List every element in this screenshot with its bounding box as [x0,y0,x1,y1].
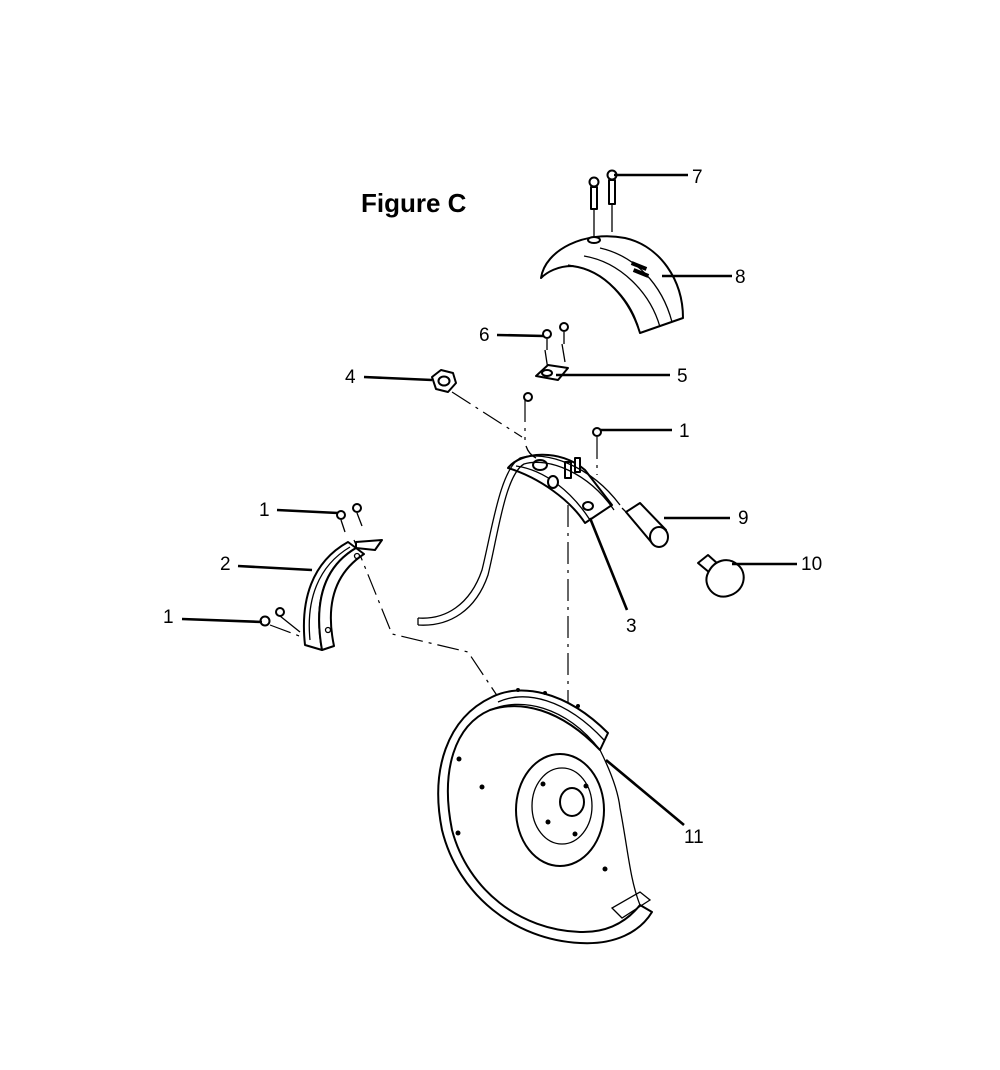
callout-11: 11 [605,759,704,848]
callout-label: 2 [220,554,231,575]
callout-label: 7 [692,167,703,188]
screw-pair-part-7 [588,169,618,238]
callout-label: 10 [801,554,822,575]
callout-7: 7 [614,167,703,188]
callout-label: 4 [345,367,356,388]
callout-label: 11 [684,827,704,848]
callout-label: 6 [479,325,490,346]
lamp-cover-part-8 [540,235,684,334]
callout-label: 8 [735,267,746,288]
curved-strip-part-2 [302,539,383,651]
screws-part-1-left-bottom [259,607,301,633]
callout-9: 9 [664,508,749,529]
callout-3: 3 [588,517,637,637]
wheel-guard-part-11 [437,688,653,945]
screw-pair-part-6 [542,322,569,371]
power-cord [417,455,621,626]
callout-label: 1 [163,607,174,628]
bracket-part-5 [535,364,569,381]
callout-6: 6 [479,325,545,346]
callout-label: 3 [626,616,637,637]
screws-part-1-left-top [336,503,363,533]
callout-8: 8 [662,267,746,288]
callout-label: 9 [738,508,749,529]
lamp-bracket-part-3 [507,445,613,524]
hex-nut-part-4 [431,369,457,393]
callout-1-upper: 1 [600,421,690,442]
figure-title: Figure C [361,188,467,218]
callout-label: 5 [677,366,688,387]
assembly-centerlines [269,391,598,712]
callout-2: 2 [220,554,313,575]
callout-label: 1 [679,421,690,442]
screws-part-1-upper [523,392,602,437]
callout-5: 5 [556,366,688,387]
lamp-socket-part-9 [621,502,669,548]
callout-10: 10 [732,554,822,575]
callout-label: 1 [259,500,270,521]
callout-1-left-top: 1 [259,500,339,521]
light-bulb-part-10 [697,554,745,598]
callout-1-left-bottom: 1 [163,607,263,628]
callout-4: 4 [345,367,433,388]
